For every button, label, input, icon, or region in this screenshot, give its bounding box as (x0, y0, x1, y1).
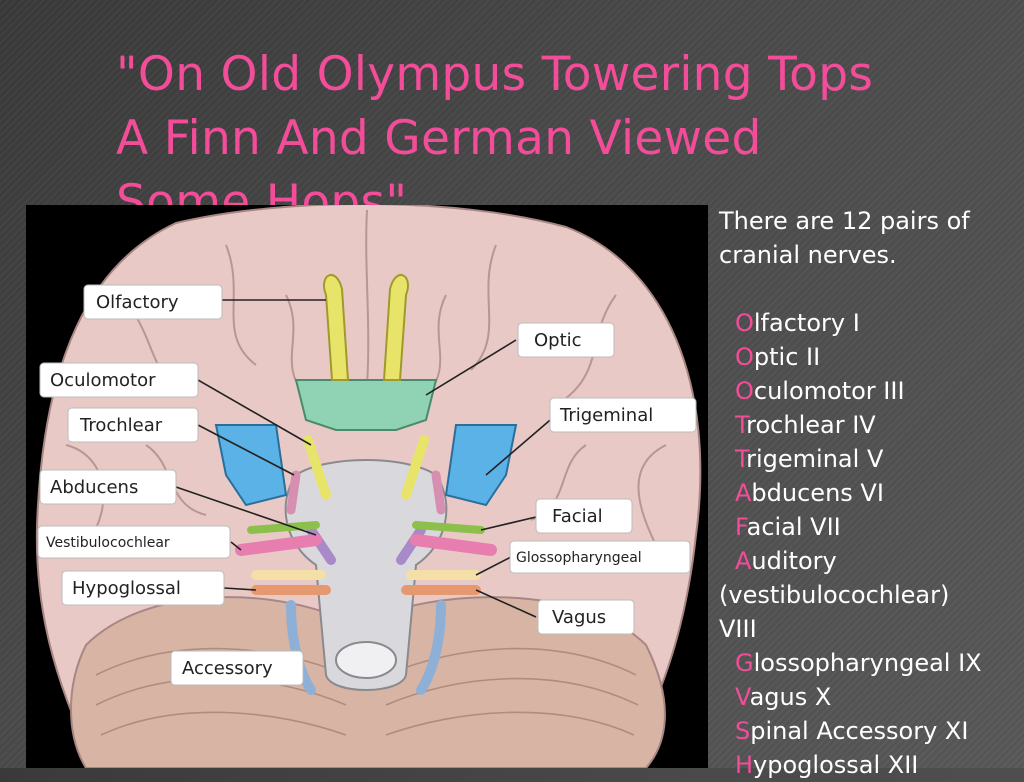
nerve-name: culomotor III (753, 377, 905, 405)
label-glossopharyngeal: Glossopharyngeal (509, 540, 691, 574)
nerve-list-item: Spinal Accessory XI (719, 714, 1019, 748)
title-line-1: "On Old Olympus Towering Tops (116, 47, 874, 103)
brain-illustration: Olfactory Optic Oculomotor Trochlear Tri… (35, 205, 702, 768)
nerve-name: acial VII (746, 513, 841, 541)
label-trigeminal: Trigeminal (549, 397, 697, 433)
svg-text:Accessory: Accessory (182, 658, 273, 679)
nerve-list-item: Glossopharyngeal IX (719, 646, 1019, 680)
nerve-list-item: Trigeminal V (719, 442, 1019, 476)
cerebellum-folia (95, 647, 639, 736)
label-hypoglossal: Hypoglossal (61, 570, 225, 606)
mnemonic-initial: T (735, 411, 747, 439)
svg-text:Trigeminal: Trigeminal (559, 405, 653, 426)
svg-text:Olfactory: Olfactory (96, 292, 179, 313)
oculomotor-nerve-right (401, 435, 429, 500)
nerve-list-item: Optic II (719, 340, 1019, 374)
trochlear-nerve-right (431, 470, 446, 515)
nerve-name: ypoglossal XII (753, 751, 919, 779)
label-abducens: Abducens (39, 469, 177, 505)
nerve-list-panel: There are 12 pairs of cranial nerves. Ol… (719, 204, 1019, 782)
svg-text:Hypoglossal: Hypoglossal (72, 578, 181, 599)
svg-text:Vagus: Vagus (552, 607, 606, 628)
svg-text:Glossopharyngeal: Glossopharyngeal (516, 550, 642, 566)
svg-text:Oculomotor: Oculomotor (50, 370, 156, 391)
label-olfactory: Olfactory (83, 284, 223, 320)
mnemonic-initial: A (735, 479, 752, 507)
label-oculomotor: Oculomotor (39, 362, 199, 398)
nerve-list-item: Oculomotor III (719, 374, 1019, 408)
mnemonic-initial: S (735, 717, 751, 745)
slide-title: "On Old Olympus Towering Tops A Finn And… (116, 43, 996, 235)
label-vagus: Vagus (537, 599, 635, 635)
svg-text:Optic: Optic (534, 330, 582, 351)
title-line-2: A Finn And German Viewed (116, 111, 762, 167)
nerve-list-item: (vestibulocochlear) (719, 578, 1019, 612)
nerve-name: (vestibulocochlear) (719, 581, 950, 609)
nerve-name: VIII (719, 615, 757, 643)
medulla-cross-section (335, 641, 397, 679)
trigeminal-right (444, 424, 518, 507)
svg-text:Facial: Facial (552, 506, 603, 527)
optic-chiasm (294, 379, 438, 431)
nerve-list-item: Auditory (719, 544, 1019, 578)
mnemonic-initial: O (735, 343, 754, 371)
nerve-list-item: Abducens VI (719, 476, 1019, 510)
accessory-nerve-right (416, 600, 446, 695)
facial-nerve (247, 521, 320, 534)
nerve-list-item: Vagus X (719, 680, 1019, 714)
olfactory-bulb-left (323, 274, 350, 381)
nerve-list-item: Facial VII (719, 510, 1019, 544)
mnemonic-initial: F (735, 513, 747, 541)
mnemonic-initial: H (735, 751, 754, 779)
mnemonic-initial: V (735, 683, 750, 711)
mnemonic-initial: O (735, 377, 754, 405)
nerve-name: rochlear IV (746, 411, 876, 439)
nerve-name: ptic II (753, 343, 821, 371)
label-vestibulocochlear: Vestibulocochlear (37, 525, 231, 559)
nerve-list-item: Hypoglossal XII (719, 748, 1019, 782)
label-trochlear: Trochlear (67, 407, 199, 443)
mnemonic-initial: G (735, 649, 754, 677)
trochlear-nerve (286, 470, 301, 515)
mnemonic-initial: T (735, 445, 747, 473)
nerve-name: agus X (749, 683, 832, 711)
nerve-name: pinal Accessory XI (750, 717, 969, 745)
oculomotor-nerve (303, 435, 331, 500)
mnemonic-initial: A (735, 547, 752, 575)
label-accessory: Accessory (170, 650, 304, 686)
nerve-name: lossopharyngeal IX (753, 649, 982, 677)
olfactory-bulb-right (382, 274, 409, 381)
svg-text:Vestibulocochlear: Vestibulocochlear (46, 535, 170, 551)
brain-diagram: Olfactory Optic Oculomotor Trochlear Tri… (26, 205, 708, 768)
trigeminal-left (214, 424, 288, 507)
nerve-list-item: Olfactory I (719, 306, 1019, 340)
vestibulocochlear-nerve-right (410, 534, 497, 556)
intro-text: There are 12 pairs of cranial nerves. (719, 207, 970, 269)
svg-text:Trochlear: Trochlear (79, 415, 163, 436)
nerve-name: bducens VI (751, 479, 884, 507)
label-facial: Facial (535, 498, 633, 534)
facial-nerve-right (412, 521, 485, 534)
svg-text:Abducens: Abducens (50, 477, 138, 498)
nerve-name: lfactory I (753, 309, 860, 337)
mnemonic-initial: O (735, 309, 754, 337)
vestibulocochlear-nerve (235, 534, 322, 556)
label-leader-lines (175, 299, 557, 618)
nerve-name: uditory (751, 547, 837, 575)
nerve-list-item: VIII (719, 612, 1019, 646)
label-optic: Optic (517, 322, 615, 358)
nerve-list-item: Trochlear IV (719, 408, 1019, 442)
nerve-name: rigeminal V (746, 445, 884, 473)
